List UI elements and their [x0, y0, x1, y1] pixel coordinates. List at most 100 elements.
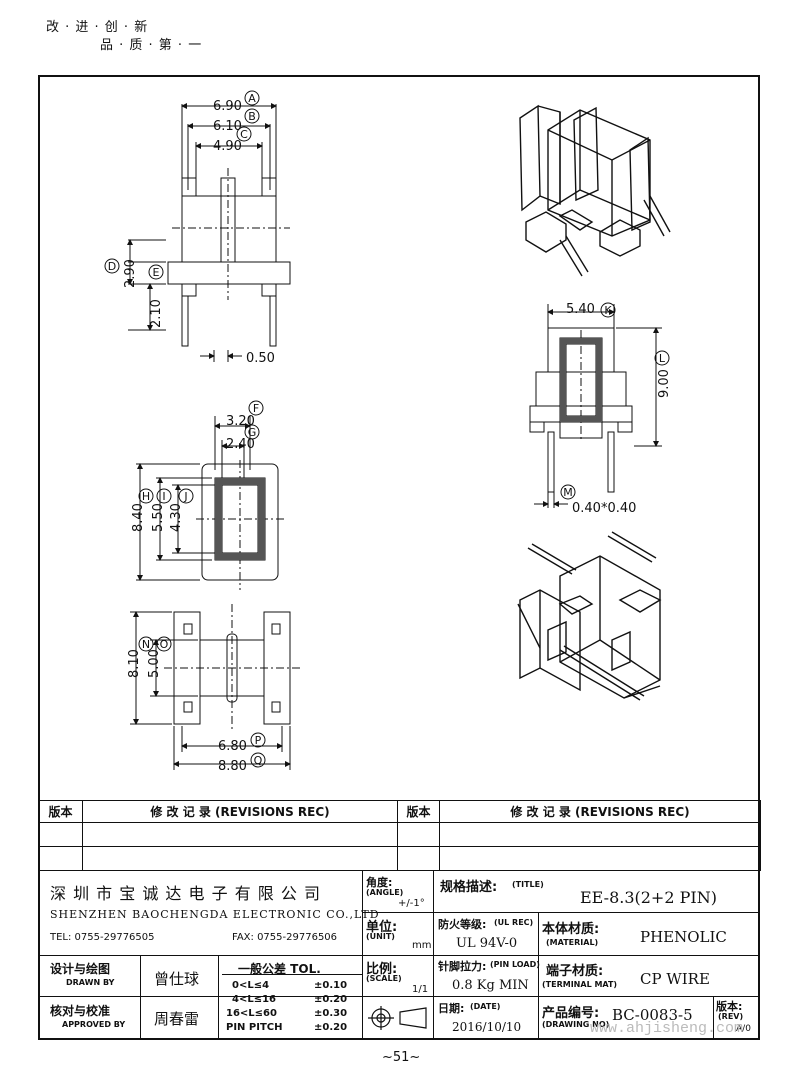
angle-value: +/-1° [398, 898, 425, 909]
terminal-en: (TERMINAL MAT) [542, 980, 618, 989]
fire-label: 防火等级: [438, 918, 487, 931]
dim-A-value: 6.90 [213, 99, 242, 114]
title-value: EE-8.3(2+2 PIN) [580, 888, 717, 907]
dim-F-value: 3.20 [226, 414, 255, 429]
tag-B: B [244, 108, 260, 124]
scale-value: 1/1 [412, 984, 429, 995]
fire-en: (UL REC) [494, 918, 534, 927]
drawing-label: 产品编号: [542, 1006, 600, 1021]
page-number: ~51~ [382, 1050, 421, 1065]
svg-text:P: P [255, 734, 262, 747]
dim-G-value: 2.40 [226, 437, 255, 452]
scale-en: (SCALE) [366, 974, 402, 983]
tag-A: A [244, 90, 260, 106]
fire-value: UL 94V-0 [456, 936, 518, 951]
rev-en: (REV) [718, 1012, 744, 1021]
tag-H: H [138, 488, 154, 504]
tag-O: O [156, 636, 172, 652]
motto-line1: 改 · 进 · 创 · 新 [46, 20, 149, 35]
terminal-label: 端子材质: [546, 964, 604, 979]
tag-G: G [244, 424, 260, 440]
scale-label: 比例: [366, 962, 398, 977]
rev-col3-header: 版本 [397, 800, 440, 823]
dim-L-value: 9.00 [657, 369, 672, 398]
svg-text:K: K [604, 304, 612, 317]
material-value: PHENOLIC [640, 928, 727, 946]
dim-pin-value: 0.50 [246, 351, 275, 366]
svg-text:G: G [248, 426, 257, 439]
date-label: 日期: [438, 1002, 465, 1015]
angle-en: (ANGLE) [366, 888, 404, 897]
tag-D: D [104, 258, 120, 274]
company-name-en: SHENZHEN BAOCHENGDA ELECTRONIC CO.,LTD [50, 908, 380, 921]
svg-text:F: F [253, 402, 259, 415]
dim-N-value: 8.10 [127, 649, 142, 678]
pin-load-label: 针脚拉力: [438, 960, 487, 973]
iso-view-bottom [517, 531, 662, 701]
terminal-value: CP WIRE [640, 970, 710, 988]
tag-J: J [178, 488, 194, 504]
material-en: (MATERIAL) [546, 938, 599, 947]
company-tel: TEL: 0755-29776505 [50, 932, 155, 943]
svg-text:E: E [153, 266, 160, 279]
tol-row-2-range: 16<L≤60 [226, 1008, 277, 1019]
dim-P-value: 6.80 [218, 739, 247, 754]
iso-view-top [519, 104, 671, 277]
rev-col4-header: 修 改 记 录 (REVISIONS REC) [439, 800, 761, 823]
approved-value: 周春雷 [154, 1010, 200, 1028]
date-en: (DATE) [470, 1002, 501, 1011]
drawn-label: 设计与绘图 [50, 962, 111, 976]
svg-text:L: L [659, 352, 666, 365]
drawing-en: (DRAWING NO) [542, 1020, 610, 1029]
svg-text:B: B [248, 110, 256, 123]
company-fax: FAX: 0755-29776506 [232, 932, 338, 943]
dim-D-value: 2.90 [123, 259, 138, 288]
tag-E: E [148, 264, 164, 280]
tag-M: M [560, 484, 576, 500]
tag-Q: Q [250, 752, 266, 768]
title-en: (TITLE) [512, 880, 544, 889]
dim-B-value: 6.10 [213, 119, 242, 134]
tol-row-0-value: ±0.10 [314, 980, 348, 991]
tag-L: L [654, 350, 670, 366]
dim-E-value: 2.10 [149, 299, 164, 328]
tag-N: N [138, 636, 154, 652]
dim-Q-value: 8.80 [218, 759, 247, 774]
drawn-value: 曾仕球 [154, 970, 200, 988]
rev-col2-header: 修 改 记 录 (REVISIONS REC) [82, 800, 398, 823]
drawing-value: BC-0083-5 [612, 1006, 693, 1024]
dim-J-value: 4.30 [169, 503, 184, 532]
tol-row-3-value: ±0.20 [314, 1022, 348, 1033]
front-view [127, 103, 291, 362]
svg-text:D: D [108, 260, 116, 273]
svg-text:I: I [162, 490, 165, 503]
tol-row-0-range: 0<L≤4 [232, 980, 270, 991]
svg-text:C: C [240, 128, 248, 141]
svg-text:N: N [142, 638, 150, 651]
title-label: 规格描述: [440, 880, 498, 895]
date-value: 2016/10/10 [452, 1020, 522, 1034]
dim-O-value: 5.00 [147, 649, 162, 678]
watermark: www.ahjisheng.com [590, 1020, 744, 1037]
tag-K: K [600, 302, 616, 318]
tag-C: C [236, 126, 252, 142]
svg-text:O: O [160, 638, 169, 651]
approved-en: APPROVED BY [62, 1020, 126, 1029]
svg-text:Q: Q [254, 754, 263, 767]
drawn-en: DRAWN BY [66, 978, 115, 987]
unit-label: 单位: [366, 920, 398, 935]
tol-row-1-range: 4<L≤16 [232, 994, 277, 1005]
tol-row-1-value: ±0.20 [314, 994, 348, 1005]
tag-F: F [248, 400, 264, 416]
svg-text:M: M [563, 486, 573, 499]
pin-load-value: 0.8 Kg MIN [452, 978, 529, 993]
unit-en: (UNIT) [366, 932, 395, 941]
svg-text:A: A [248, 92, 256, 105]
dim-H-value: 8.40 [131, 503, 146, 532]
svg-text:H: H [142, 490, 150, 503]
svg-text:J: J [183, 490, 187, 503]
rev-col1-header: 版本 [38, 800, 83, 823]
pin-load-en: (PIN LOAD) [490, 960, 540, 969]
side-view [130, 604, 300, 770]
technical-drawing: 6.90 6.10 4.90 2.90 2.10 0.50 3.20 2.40 … [104, 90, 672, 774]
